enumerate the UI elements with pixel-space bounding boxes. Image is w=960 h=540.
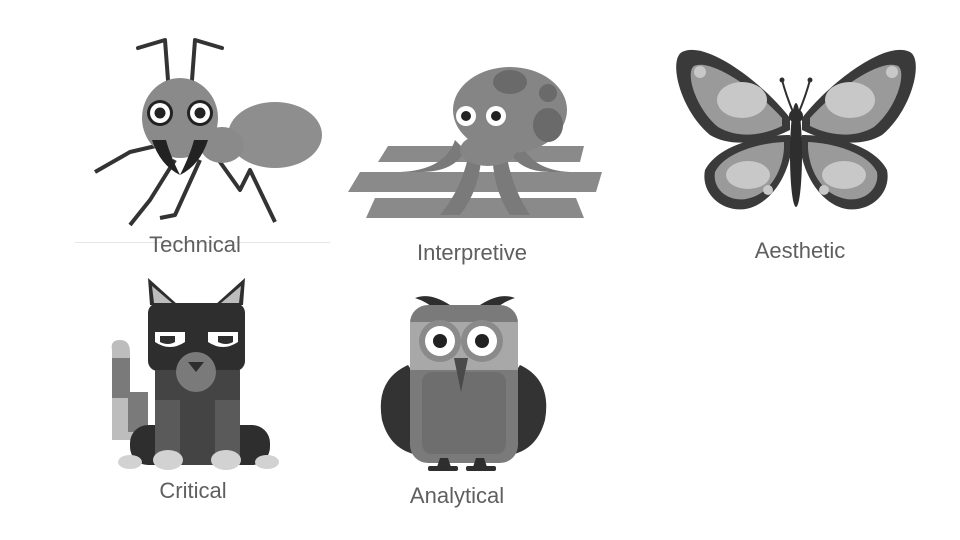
card-aesthetic[interactable]	[670, 40, 925, 218]
cat-icon	[111, 278, 279, 470]
card-interpretive[interactable]	[345, 60, 607, 225]
card-critical[interactable]	[105, 272, 285, 472]
owl-icon	[380, 296, 547, 471]
label-analytical: Analytical	[409, 483, 505, 508]
label-critical: Critical	[159, 478, 227, 503]
card-technical[interactable]	[80, 25, 340, 265]
label-technical: Technical	[149, 232, 241, 257]
divider	[75, 242, 330, 243]
label-interpretive: Interpretive	[416, 240, 528, 265]
octopus-icon	[348, 67, 602, 218]
ant-icon	[94, 38, 322, 227]
card-analytical[interactable]	[375, 290, 550, 475]
butterfly-icon	[676, 49, 916, 210]
label-aesthetic: Aesthetic	[754, 238, 846, 263]
